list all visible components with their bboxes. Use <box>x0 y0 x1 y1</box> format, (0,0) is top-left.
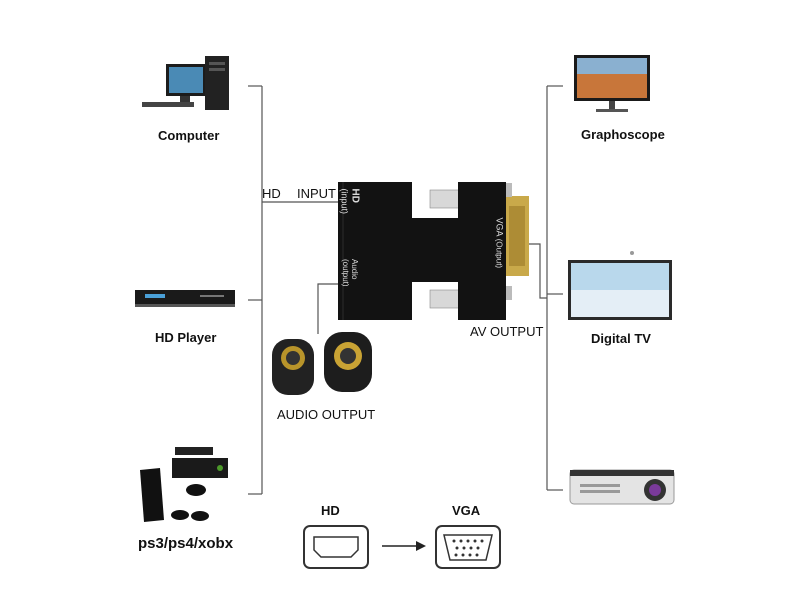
audio-output-line <box>317 283 338 334</box>
consoles-label: ps3/ps4/xobx <box>138 535 234 552</box>
vga-output-line <box>527 243 547 299</box>
audio-output-label: AUDIO OUTPUT <box>277 407 376 422</box>
adapter-hd-port-label: HD (input) <box>339 188 361 215</box>
hd-connector-label: HD <box>321 503 340 518</box>
conversion-arrow-head <box>416 541 426 551</box>
hd-player-label: HD Player <box>155 330 217 345</box>
adapter-audio-port-label: Audio (output) <box>341 259 359 287</box>
graphoscope-label: Graphoscope <box>581 127 665 142</box>
digital-tv-label: Digital TV <box>591 331 651 346</box>
av-output-label: AV OUTPUT <box>470 324 544 339</box>
hd-input-label-left: HD <box>262 186 281 201</box>
hd-input-label-right: INPUT <box>297 186 336 201</box>
adapter-vga-port-label: VGA (Output) <box>494 217 505 269</box>
vga-connector-label: VGA <box>452 503 481 518</box>
computer-label: Computer <box>158 128 220 143</box>
